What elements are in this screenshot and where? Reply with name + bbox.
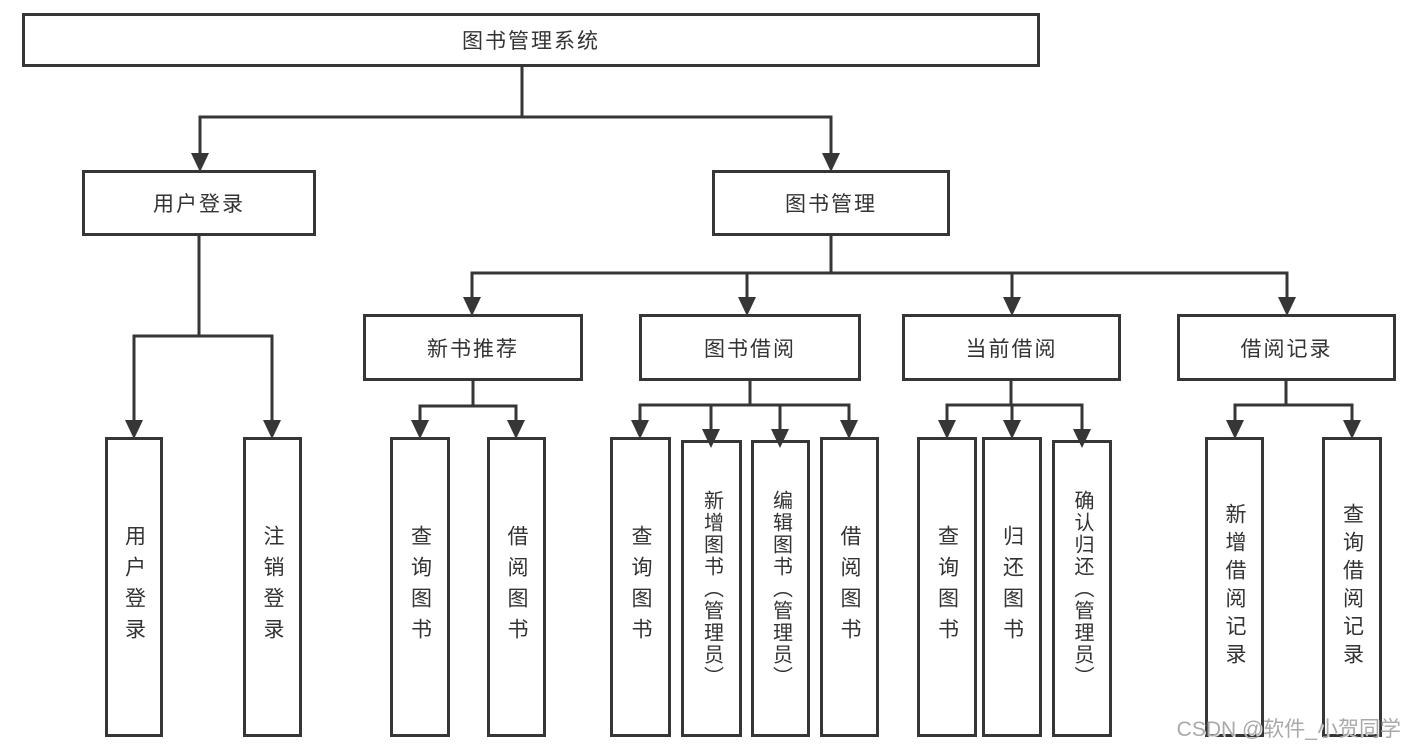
node-leaf-add-borrow-record: 新增借阅记录: [1205, 437, 1264, 737]
node-book-borrow: 图书借阅: [639, 314, 861, 381]
node-new-book-recommend-label: 新书推荐: [427, 337, 519, 361]
node-borrow-records: 借阅记录: [1177, 314, 1396, 381]
edge-bookborrow-to-children: [638, 381, 851, 430]
node-leaf-user-login: 用户登录: [105, 437, 163, 737]
node-new-book-recommend: 新书推荐: [363, 314, 583, 381]
node-current-borrow-label: 当前借阅: [965, 337, 1058, 361]
node-leaf-query-borrow-record: 查询借阅记录: [1322, 437, 1382, 737]
node-user-login-label: 用户登录: [153, 193, 245, 216]
node-borrow-records-label: 借阅记录: [1240, 337, 1333, 361]
node-leaf-return-books: 归还图书: [982, 437, 1042, 737]
node-book-management-label: 图书管理: [785, 193, 877, 216]
edge-root-to-level2: [198, 67, 833, 154]
node-leaf-confirm-return-admin: 确认归还（管理员）: [1052, 440, 1112, 737]
node-leaf-add-books-admin: 新增图书（管理员）: [681, 440, 742, 737]
edge-currentborrow-to-children: [945, 381, 1084, 430]
node-leaf-query-books-borrow: 查询图书: [610, 437, 671, 737]
node-leaf-edit-books-admin: 编辑图书（管理员）: [751, 440, 810, 737]
node-leaf-query-books-recommend: 查询图书: [390, 437, 450, 737]
node-leaf-logout: 注销登录: [243, 437, 302, 737]
node-user-login: 用户登录: [82, 170, 316, 236]
node-leaf-borrow-books: 借阅图书: [820, 437, 879, 737]
edge-userlogin-to-children: [132, 236, 274, 421]
edge-borrowrecord-to-children: [1233, 381, 1354, 421]
node-library-system: 图书管理系统: [22, 13, 1040, 67]
node-book-borrow-label: 图书借阅: [704, 337, 796, 361]
watermark-text: CSDN @软件_小贺同学: [1176, 718, 1401, 741]
edge-bookmgmt-to-level3: [470, 236, 1289, 298]
node-leaf-borrow-books-recommend: 借阅图书: [487, 437, 546, 737]
edge-newbook-to-children: [418, 381, 518, 421]
node-current-borrow: 当前借阅: [902, 314, 1121, 381]
node-book-management: 图书管理: [712, 170, 950, 236]
node-leaf-query-books-current: 查询图书: [917, 437, 977, 737]
node-library-system-label: 图书管理系统: [462, 30, 600, 53]
